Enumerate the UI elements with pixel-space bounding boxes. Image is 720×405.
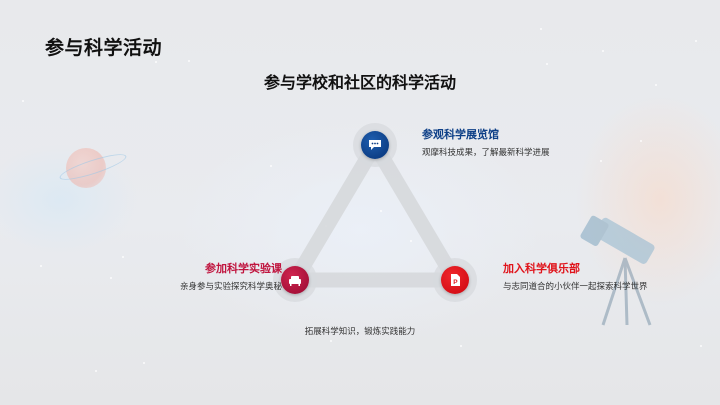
sofa-icon — [281, 266, 309, 294]
label-title: 参观科学展览馆 — [422, 128, 499, 141]
bottom-note: 拓展科学知识，锻炼实践能力 — [304, 327, 416, 337]
label-description: 与志同道合的小伙伴一起探索科学世界 — [503, 282, 648, 292]
label-description: 亲身参与实验探究科学奥秘 — [179, 282, 282, 292]
label-exhibition: 参观科学展览馆 观摩科技成果，了解最新科学进展 — [422, 128, 550, 159]
chat-bubble-icon — [361, 131, 389, 159]
label-description: 观摩科技成果，了解最新科学进展 — [422, 148, 550, 158]
label-title: 参加科学实验课 — [205, 262, 282, 275]
node-top[interactable] — [353, 123, 397, 167]
label-title: 加入科学俱乐部 — [503, 262, 580, 275]
planet-decoration — [66, 148, 106, 188]
label-experiment-class: 参加科学实验课 亲身参与实验探究科学奥秘 — [140, 262, 282, 293]
page-title: 参与科学活动 — [45, 37, 163, 59]
label-science-club: 加入科学俱乐部 与志同道合的小伙伴一起探索科学世界 — [503, 262, 648, 293]
ppt-file-icon: P — [441, 266, 469, 294]
node-bottom-left[interactable] — [273, 258, 317, 302]
slide-subtitle: 参与学校和社区的科学活动 — [263, 73, 456, 92]
node-bottom-right[interactable]: P — [433, 258, 477, 302]
telescope-decoration — [580, 215, 655, 326]
svg-text:P: P — [453, 279, 458, 286]
